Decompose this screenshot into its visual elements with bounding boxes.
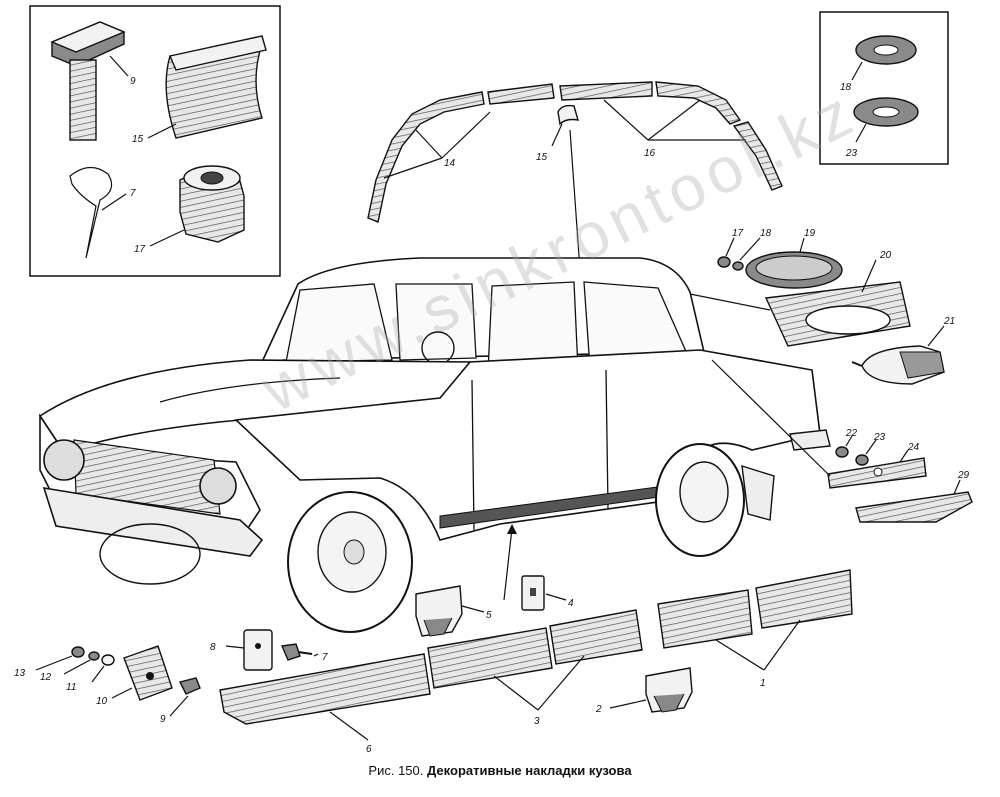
label-7: 7 [322,652,328,663]
label-22: 22 [845,428,858,439]
sill-molding-3 [427,609,643,689]
caption-fig-number: Рис. 150. [368,763,424,778]
label-24: 24 [907,442,920,453]
car-body [38,257,831,633]
label-5: 5 [486,610,492,621]
label-8: 8 [210,642,216,653]
label-1: 1 [760,678,766,689]
wire-clip-part [69,166,113,259]
caption-title: Декоративные накладки кузова [427,763,632,778]
hex-nut-part [179,165,245,243]
label-23: 23 [873,432,886,443]
clip-2 [645,667,693,713]
reflector-24 [827,457,927,489]
label-3: 3 [534,716,540,727]
label-11: 11 [66,682,76,693]
lamp-housing-20 [764,281,911,347]
label-inset-15: 15 [132,134,144,145]
label-13: 13 [14,668,26,679]
label-17: 17 [732,228,744,239]
label-20: 20 [879,250,892,261]
label-inset-9: 9 [130,76,136,87]
t-bolt-part [50,21,126,141]
bolt-9 [178,677,201,695]
label-inset-18: 18 [840,82,852,93]
washer-11 [101,654,115,666]
roof-molding-front [367,83,555,223]
bracket-10 [123,645,173,701]
lamp-lens-19 [745,251,843,289]
plate-4 [521,575,545,611]
label-2: 2 [595,704,602,715]
label-15: 15 [536,152,548,163]
washer-23 [855,454,869,466]
roof-molding-rear [559,81,783,191]
label-9: 9 [160,714,166,725]
plate-8 [243,629,273,671]
side-lamp-21 [851,345,945,385]
washer-12 [88,651,100,661]
label-6: 6 [366,744,372,755]
inset-box-left: 9 15 7 17 [29,5,281,277]
sill-molding-1 [657,569,853,649]
label-4: 4 [568,598,574,609]
label-inset-7: 7 [130,188,136,199]
trim-29 [855,491,973,523]
nut-17 [717,256,731,268]
nut-13 [71,646,85,658]
label-10: 10 [96,696,108,707]
label-16: 16 [644,148,656,159]
label-29: 29 [957,470,970,481]
screw-7 [280,643,313,661]
label-inset-23: 23 [845,148,858,159]
flat-washer-part [853,97,919,127]
label-inset-17: 17 [134,244,146,255]
inset-box-right: 18 23 [819,11,949,165]
sleeve-part [165,35,267,139]
label-14: 14 [444,158,456,169]
clip-5 [415,585,463,637]
nut-22 [835,446,849,458]
label-18: 18 [760,228,772,239]
label-19: 19 [804,228,816,239]
roof-clip-part [557,104,579,126]
lock-washer-part [855,35,917,65]
label-12: 12 [40,672,52,683]
washer-18 [732,261,744,271]
figure-caption: Рис. 150. Декоративные накладки кузова [0,763,1000,778]
label-21: 21 [943,316,955,327]
sill-molding-6 [219,653,431,725]
